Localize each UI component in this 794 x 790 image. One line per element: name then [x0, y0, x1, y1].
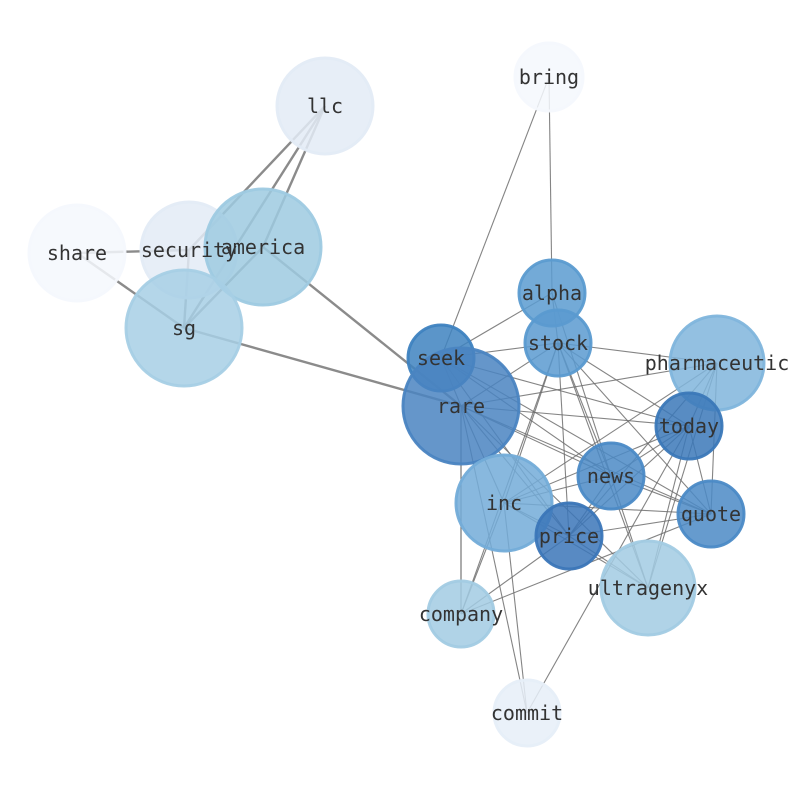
node-inc — [454, 453, 554, 553]
node-circle-llc — [275, 56, 375, 156]
edge-bring-alpha — [548, 76, 553, 294]
node-today — [654, 391, 724, 461]
node-label-seek: seek — [417, 346, 465, 370]
node-circle-bring — [513, 41, 585, 113]
node-share — [27, 203, 127, 303]
node-america — [203, 187, 323, 307]
node-circle-ultragenyx — [599, 539, 697, 637]
node-circle-news — [576, 441, 646, 511]
node-sg — [124, 268, 244, 388]
node-label-sg: sg — [172, 316, 196, 340]
node-circle-inc — [454, 453, 554, 553]
node-price — [534, 501, 604, 571]
node-label-pharmaceutic: pharmaceutic — [645, 351, 790, 375]
node-circle-quote — [676, 479, 746, 549]
node-circle-rare — [401, 346, 521, 466]
edge-stock-quote — [557, 342, 712, 515]
node-label-security: security — [141, 238, 237, 262]
node-label-today: today — [659, 414, 719, 438]
node-circle-company — [426, 579, 496, 649]
node-company — [426, 579, 496, 649]
node-label-rare: rare — [437, 394, 485, 418]
node-commit — [492, 678, 562, 748]
node-label-news: news — [587, 464, 635, 488]
node-circle-today — [654, 391, 724, 461]
node-label-llc: llc — [307, 94, 343, 118]
node-label-alpha: alpha — [522, 281, 582, 305]
node-circle-share — [27, 203, 127, 303]
node-label-share: share — [47, 241, 107, 265]
node-rare — [401, 346, 521, 466]
node-stock — [523, 308, 593, 378]
node-label-inc: inc — [486, 491, 522, 515]
node-quote — [676, 479, 746, 549]
node-label-commit: commit — [491, 701, 563, 725]
node-label-bring: bring — [519, 65, 579, 89]
node-news — [576, 441, 646, 511]
node-label-price: price — [539, 524, 599, 548]
node-label-ultragenyx: ultragenyx — [588, 576, 708, 600]
node-circle-sg — [124, 268, 244, 388]
node-circle-stock — [523, 308, 593, 378]
node-label-america: america — [221, 235, 305, 259]
node-label-quote: quote — [681, 502, 741, 526]
node-circle-commit — [492, 678, 562, 748]
node-label-stock: stock — [528, 331, 588, 355]
edge-bring-seek — [440, 76, 550, 359]
node-ultragenyx — [599, 539, 697, 637]
node-bring — [513, 41, 585, 113]
node-label-company: company — [419, 602, 503, 626]
node-circle-price — [534, 501, 604, 571]
node-llc — [275, 56, 375, 156]
node-circle-america — [203, 187, 323, 307]
